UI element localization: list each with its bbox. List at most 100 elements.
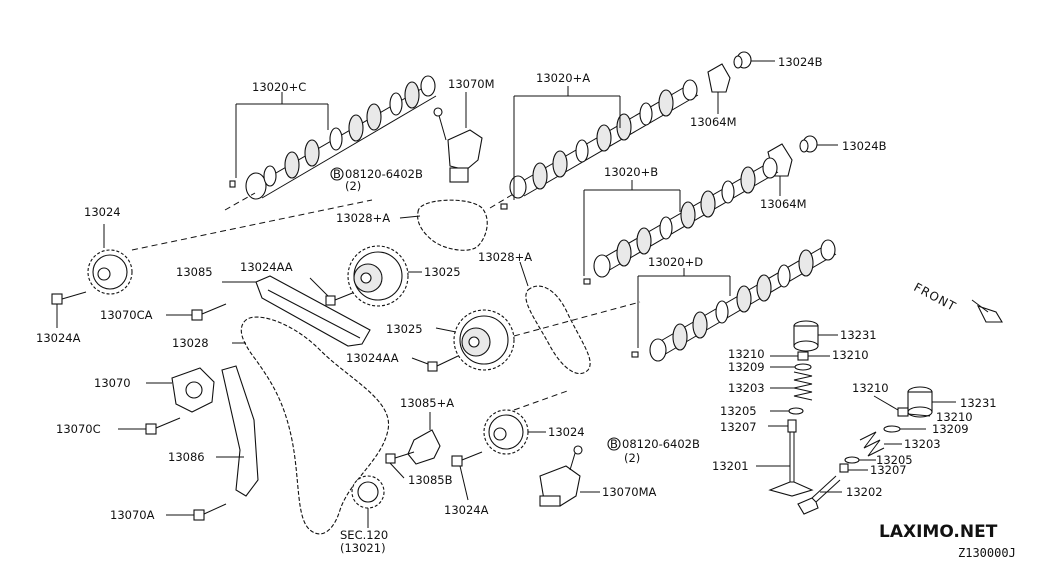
callout-label: (13021) xyxy=(340,541,386,555)
callout-label: 13070M xyxy=(448,77,495,91)
watermark: LAXIMO.NET xyxy=(879,522,998,542)
bolt-13024aa-lower[interactable] xyxy=(411,355,459,372)
valve-spring-13203-right[interactable] xyxy=(859,431,902,457)
valve-seat-13205-left[interactable] xyxy=(770,407,804,415)
bolt-13070c[interactable] xyxy=(118,417,181,435)
callout-label: 08120-6402B xyxy=(622,437,700,451)
callout-label: 13028+A xyxy=(336,211,390,225)
callout-label: 13020+A xyxy=(536,71,590,85)
callout-label: 13085 xyxy=(176,265,213,279)
valve-lifter-13231-left[interactable] xyxy=(793,320,838,352)
callout-label: 13020+B xyxy=(604,165,658,179)
callout-label: 13028 xyxy=(172,336,209,350)
callout-label: 13024AA xyxy=(240,260,293,274)
callout-label: 13231 xyxy=(960,396,997,410)
bolt-13024a-left[interactable] xyxy=(51,291,87,328)
vvt-sensor-plate-13064m-upper[interactable] xyxy=(707,63,731,114)
callout-label: (2) xyxy=(624,451,640,465)
callout-label: 13070C xyxy=(56,422,101,436)
callout-label: 13210 xyxy=(936,410,973,424)
vvt-actuator-13070m[interactable] xyxy=(433,92,483,183)
valve-retainer-13209-left[interactable] xyxy=(770,363,812,371)
callout-label: 13024AA xyxy=(346,351,399,365)
cam-sprocket-13024-left[interactable] xyxy=(87,199,373,295)
chain-guide-13086[interactable] xyxy=(216,365,259,497)
callout-label: 13205 xyxy=(876,453,913,467)
chain-guide-13085[interactable] xyxy=(222,275,371,347)
vvt-sprocket-13025-lower[interactable] xyxy=(435,301,641,371)
cam-sprocket-13024-right[interactable] xyxy=(483,389,571,455)
callout-label: 13086 xyxy=(168,450,205,464)
callout-label: 13025 xyxy=(424,265,461,279)
bolt-13070a[interactable] xyxy=(166,503,227,521)
valve-keeper-13210-left[interactable] xyxy=(770,351,830,361)
callout-label: 13024B xyxy=(778,55,823,69)
vvt-actuator-13070ma[interactable] xyxy=(539,445,600,507)
svg-text:B: B xyxy=(333,167,341,181)
chain-guide-13085a[interactable] xyxy=(407,412,441,465)
chain-tensioner-13070[interactable] xyxy=(146,367,215,413)
valve-seal-13207-left[interactable] xyxy=(768,419,797,433)
timing-chain-13028-main[interactable] xyxy=(232,316,390,535)
callout-label: 13070A xyxy=(110,508,155,522)
callout-label: 13207 xyxy=(870,463,907,477)
plug-13024b-upper[interactable] xyxy=(733,51,775,69)
valve-seal-13207-right[interactable] xyxy=(839,463,868,473)
callout-label: 13024 xyxy=(84,205,121,219)
valve-seat-13205-right[interactable] xyxy=(844,456,876,464)
callout-label: 13024B xyxy=(842,139,887,153)
timing-chain-13028a-upper[interactable] xyxy=(399,199,488,251)
callout-label: 13070CA xyxy=(100,308,153,322)
leader-lines-13020-a xyxy=(513,86,621,200)
callout-label: 13209 xyxy=(728,360,765,374)
callout-label: 13201 xyxy=(712,459,749,473)
callout-label: 13210 xyxy=(728,347,765,361)
callout-label: 13209 xyxy=(932,422,969,436)
valve-retainer-13209-right[interactable] xyxy=(883,425,926,433)
leader-lines-13020-c xyxy=(235,92,329,178)
callout-label: 13203 xyxy=(728,381,765,395)
callout-label: 13024 xyxy=(548,425,585,439)
callout-label: 13203 xyxy=(904,437,941,451)
callout-label: 13020+D xyxy=(648,255,703,269)
callout-label: 13210 xyxy=(852,381,889,395)
callout-labels: 13020+C 13070M 13020+A 13024B 13064M 130… xyxy=(36,55,997,555)
callout-label: 13020+C xyxy=(252,80,306,94)
callout-label: 13207 xyxy=(720,420,757,434)
callout-label: 13231 xyxy=(840,328,877,342)
leader-lines-13020-d xyxy=(637,268,731,348)
bolt-13024a-right[interactable] xyxy=(451,451,483,501)
callout-label: 13205 xyxy=(720,404,757,418)
bolt-13085b[interactable] xyxy=(385,451,415,479)
valve-keeper-13210-right-a[interactable] xyxy=(873,395,931,417)
camshaft-13020-a[interactable] xyxy=(489,79,699,210)
exhaust-valve-13202[interactable] xyxy=(797,475,842,515)
camshaft-13020-c[interactable] xyxy=(224,75,437,211)
callout-label: 13064M xyxy=(690,115,737,129)
callout-label: 13085+A xyxy=(400,396,454,410)
svg-text:B: B xyxy=(610,437,618,451)
camshaft-13020-b[interactable] xyxy=(583,157,779,285)
leader-lines-13020-b xyxy=(583,180,681,276)
callout-label: 13024A xyxy=(36,331,81,345)
timing-chain-13028a-right[interactable] xyxy=(519,261,591,375)
callout-label: (2) xyxy=(345,179,361,193)
callout-label: 13070MA xyxy=(602,485,657,499)
crank-sprocket-sec120[interactable] xyxy=(351,475,385,528)
camshaft-13020-d[interactable] xyxy=(631,239,837,362)
callout-label: 13025 xyxy=(386,322,423,336)
bolt-mark-b-icon: B xyxy=(607,437,621,451)
plug-13024b-lower[interactable] xyxy=(799,135,838,153)
intake-valve-13201[interactable] xyxy=(756,432,814,497)
callout-label: 13028+A xyxy=(478,250,532,264)
vvt-sprocket-13025-upper[interactable] xyxy=(347,245,422,307)
valve-lifter-13231-right[interactable] xyxy=(907,386,956,418)
valve-spring-13203-left[interactable] xyxy=(770,371,813,401)
callout-label: 08120-6402B xyxy=(345,167,423,181)
callout-label: 13064M xyxy=(760,197,807,211)
bolt-13070ca[interactable] xyxy=(166,303,227,321)
callout-label: SEC.120 xyxy=(340,528,388,542)
callout-label: 13202 xyxy=(846,485,883,499)
